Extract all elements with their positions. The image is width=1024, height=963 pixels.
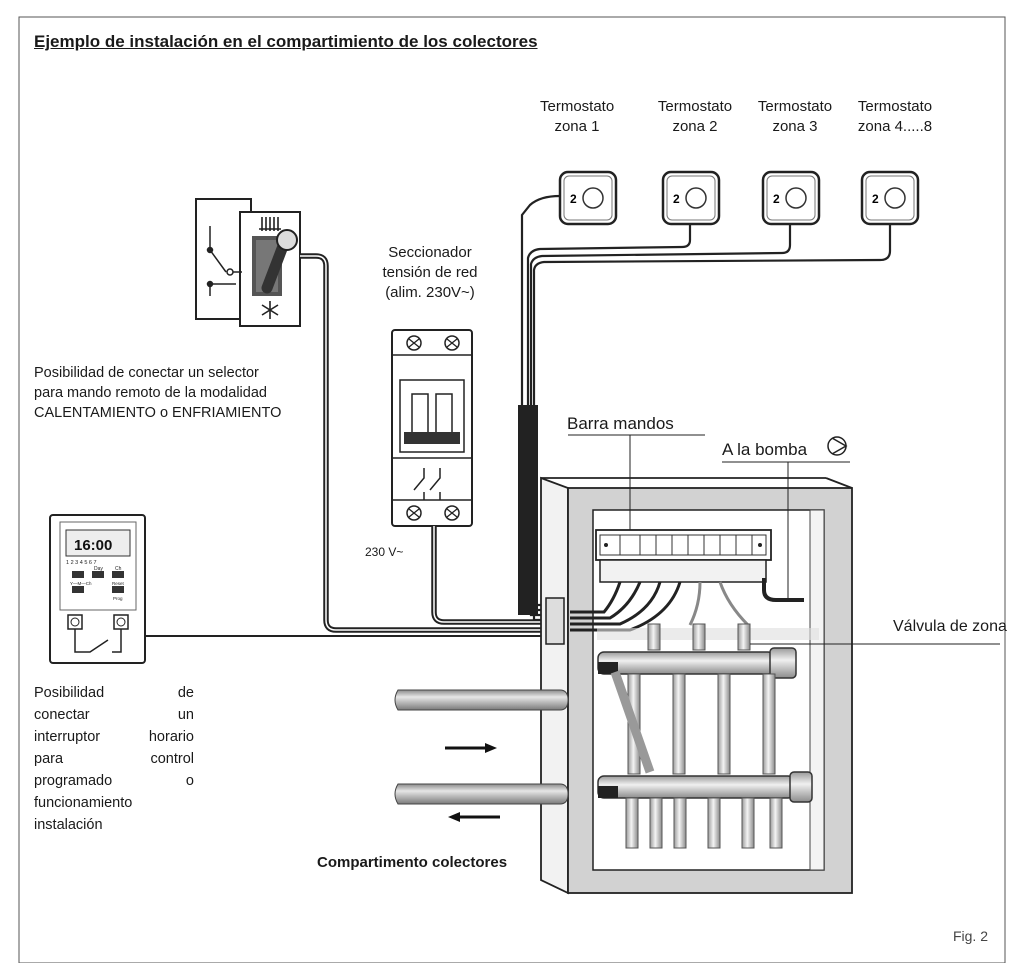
arrow-left-icon [448,812,500,822]
snowflake-icon [261,301,279,319]
zone-valve-label: Válvula de zona [893,618,1007,635]
mains-disconnector [391,329,473,527]
figure-number: Fig. 2 [952,928,988,944]
timer-display: 16:00 [74,537,112,554]
pump-cable [762,578,804,602]
supply-pipe [394,689,569,711]
thermostat-wires [520,194,892,622]
timer-note: Posibilidad de conectar un interruptor h… [34,685,194,833]
control-bar-label: Barra mandos [567,414,674,433]
svg-text:Day: Day [94,566,103,572]
svg-text:Y—M—Ch: Y—M—Ch [70,581,92,586]
thermostat-zone-3: 2 [761,170,821,226]
mode-selector-switch [195,198,301,327]
thermostat-zone-4-8: 2 [860,170,920,226]
svg-text:Reset: Reset [112,581,125,586]
disconnector-label: Seccionador tensión de red (alim. 230V~) [382,244,478,301]
thermostat-zone-1: 2 [558,170,618,226]
svg-text:2: 2 [673,192,680,206]
thermostat-zone-2: 2 [661,170,721,226]
selector-note: Posibilidad de conectar un selector para… [34,365,282,421]
voltage-label: 230 V~ [365,545,404,559]
page-border [18,16,1006,963]
svg-text:Prog: Prog [113,596,123,601]
svg-text:2: 2 [773,192,780,206]
svg-text:2: 2 [872,192,879,206]
manifold-assembly [597,623,819,849]
pump-label: A la bomba [722,440,808,459]
page-title: Ejemplo de instalación en el compartimie… [34,32,538,51]
svg-text:2: 2 [570,192,577,206]
radiator-icon [259,217,281,231]
compartment-label: Compartimento colectores [317,854,508,871]
arrow-right-icon [445,743,497,753]
svg-text:Ch: Ch [115,566,122,572]
return-pipe [394,783,569,805]
pump-icon [827,436,848,456]
control-bar [595,529,772,583]
timer-days: 1 2 3 4 5 6 7 [66,560,97,566]
time-switch: 16:00 1 2 3 4 5 6 7 Day Ch Y—M—Ch Reset … [49,514,146,664]
thermostat-wire-sleeve [518,405,538,615]
